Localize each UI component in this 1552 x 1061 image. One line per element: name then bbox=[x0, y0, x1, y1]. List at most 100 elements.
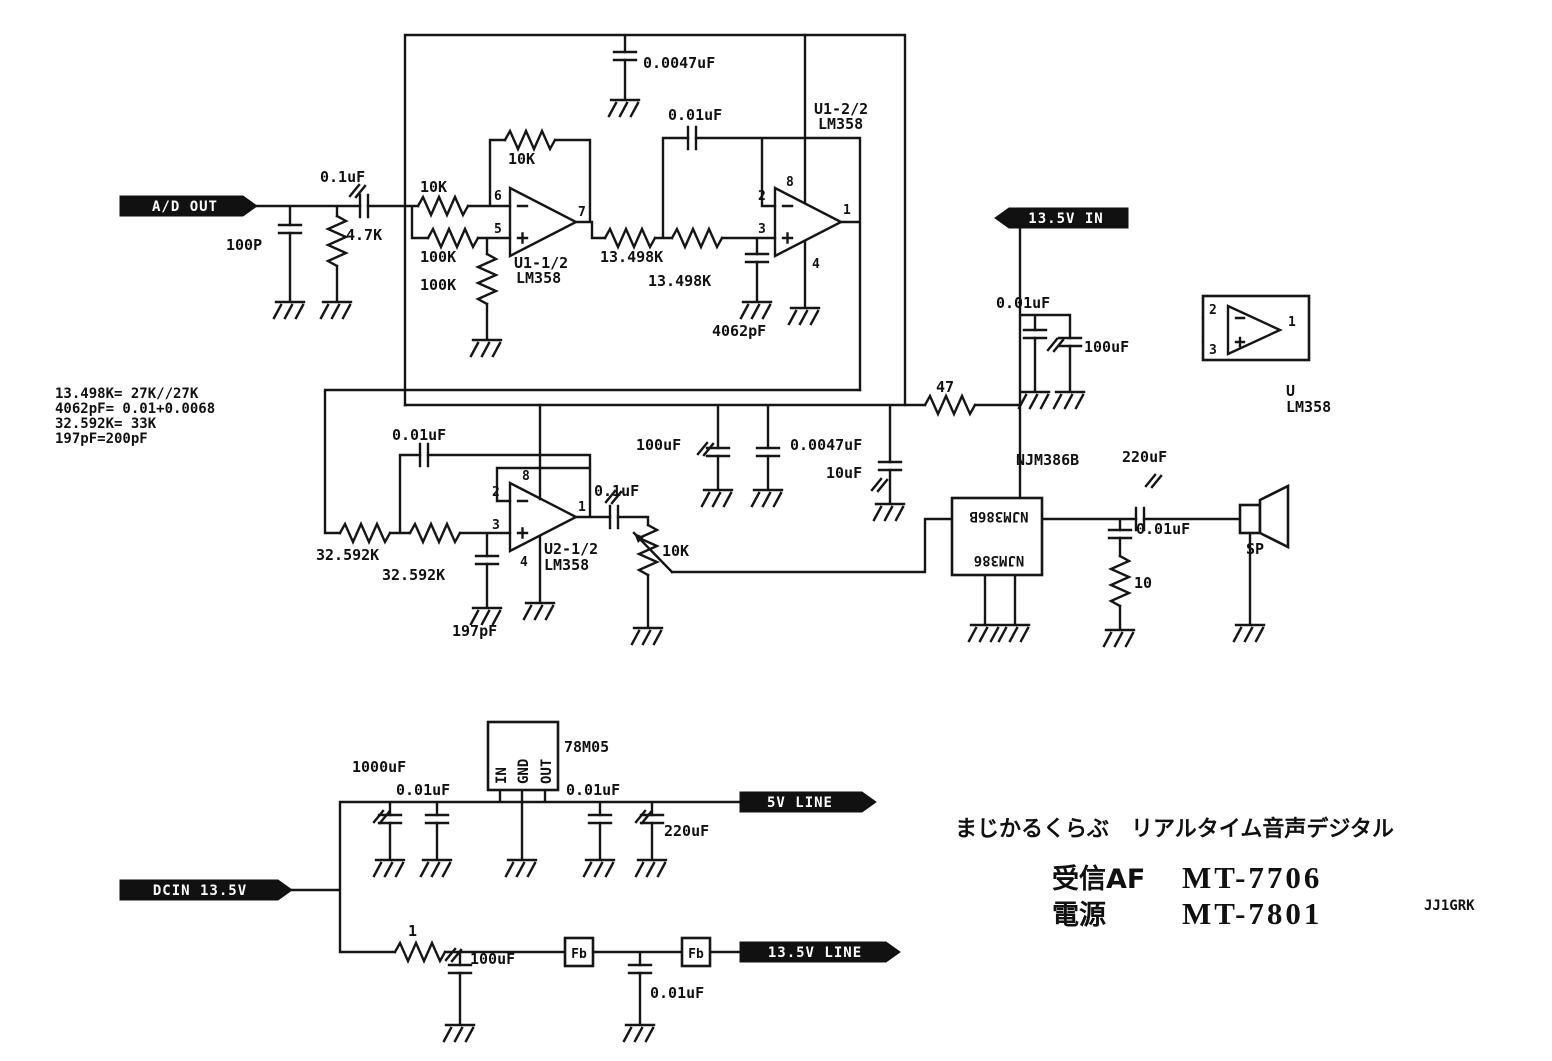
ic-njm386b: NJM386B NJM386 bbox=[950, 496, 1044, 577]
reg-pin-gnd-label: GND bbox=[516, 759, 532, 784]
flag-5v-line-label: 5V LINE bbox=[767, 795, 833, 811]
resistor-47 bbox=[923, 394, 977, 416]
amp-labels: NJM386B 220uF 0.01uF 10 SP bbox=[1016, 448, 1264, 592]
label-cap-197pf: 197pF bbox=[452, 622, 497, 640]
label-u1b-ic: LM358 bbox=[818, 115, 863, 133]
label-u1a: U1-1/2 bbox=[514, 254, 568, 272]
flag-13.5v-in bbox=[994, 207, 1129, 229]
wires-supply-rail bbox=[403, 33, 907, 407]
net-flags: A/D OUT 13.5V IN DCIN 13.5V 5V LINE 13.5… bbox=[119, 195, 1129, 963]
opamp-u1a bbox=[508, 186, 578, 258]
psu-labels: 1000uF 0.01uF 78M05 0.01uF 220uF 1 100uF… bbox=[352, 738, 709, 1002]
label-spare-u: U bbox=[1286, 382, 1295, 400]
pin-spare-1: 1 bbox=[1288, 315, 1296, 330]
label-res-10k-in: 10K bbox=[420, 178, 447, 196]
pin-u1b-2: 2 bbox=[758, 189, 766, 204]
reg-pin-out-label: OUT bbox=[539, 759, 555, 784]
title-block: まじかるくらぶ リアルタイム音声デジタル 受信AF MT-7706 電源 MT-… bbox=[955, 816, 1475, 931]
note-3: 32.592K= 33K bbox=[55, 416, 157, 432]
resistor-32.592k-b bbox=[408, 522, 462, 544]
label-u1b: U1-2/2 bbox=[814, 100, 868, 118]
label-cap-100p: 100P bbox=[226, 236, 262, 254]
pin-u2-3: 3 bbox=[492, 518, 500, 533]
note-4: 197pF=200pF bbox=[55, 431, 148, 447]
label-res-47: 47 bbox=[936, 378, 954, 396]
stage1-labels: 0.1uF 100P 4.7K 10K 10K 100K 100K U1-1/2… bbox=[226, 54, 868, 340]
label-cap-reg-in: 0.01uF bbox=[396, 781, 450, 799]
notes-block: 13.498K= 27K//27K 4062pF= 0.01+0.0068 32… bbox=[55, 386, 215, 447]
label-cap-zobel: 0.01uF bbox=[1136, 520, 1190, 538]
label-cap-0.01-power: 0.01uF bbox=[996, 294, 1050, 312]
label-cap-0.0047-s2: 0.0047uF bbox=[790, 436, 862, 454]
flag-dcin bbox=[119, 879, 293, 901]
stage2-labels: 0.01uF 100uF 0.0047uF 10uF 0.1uF 32.592K… bbox=[316, 426, 862, 640]
label-cap-0.01-fb1: 0.01uF bbox=[668, 106, 722, 124]
pin-u1a-7: 7 bbox=[578, 205, 586, 220]
pin-u2-8: 8 bbox=[522, 469, 530, 484]
resistor-13.498k-b bbox=[670, 227, 724, 249]
flag-13.5v-line bbox=[739, 941, 901, 963]
resistor-4.7k bbox=[326, 214, 348, 268]
pin-u1a-5: 5 bbox=[494, 222, 502, 237]
njm386b-inner-top-label: NJM386B bbox=[969, 508, 1028, 524]
label-u2: U2-1/2 bbox=[544, 540, 598, 558]
callsign: JJ1GRK bbox=[1424, 898, 1475, 914]
ic-78m05: IN GND OUT bbox=[486, 720, 560, 792]
ferrite-bead-1-label: Fb bbox=[571, 947, 587, 962]
label-res-100k-a: 100K bbox=[420, 248, 456, 266]
flag-ad-out-label: A/D OUT bbox=[152, 199, 218, 215]
label-njm386b: NJM386B bbox=[1016, 451, 1079, 469]
pin-u2-4: 4 bbox=[520, 555, 528, 570]
rx-model: MT-7706 bbox=[1182, 860, 1322, 895]
label-cap-0.1-out: 0.1uF bbox=[594, 482, 639, 500]
pin-u1b-4: 4 bbox=[812, 257, 820, 272]
label-res-1: 1 bbox=[408, 922, 417, 940]
pin-u1b-3: 3 bbox=[758, 222, 766, 237]
pw-model: MT-7801 bbox=[1182, 896, 1322, 931]
speaker-icon bbox=[1238, 483, 1290, 550]
label-cap-100uf-power: 100uF bbox=[1084, 338, 1129, 356]
club-title: まじかるくらぶ リアルタイム音声デジタル bbox=[955, 816, 1394, 842]
resistors bbox=[326, 129, 1131, 963]
resistor-100k-b bbox=[476, 252, 498, 306]
label-res-32.592k-b: 32.592K bbox=[382, 566, 445, 584]
spare-opamp bbox=[1201, 294, 1311, 362]
label-cap-4062pf: 4062pF bbox=[712, 322, 766, 340]
label-pot-10k: 10K bbox=[662, 542, 689, 560]
wires-power-top bbox=[403, 226, 1072, 504]
label-res-4.7k: 4.7K bbox=[346, 226, 382, 244]
reg-pin-in-label: IN bbox=[494, 767, 510, 784]
label-spare-ic: LM358 bbox=[1286, 398, 1331, 416]
wires bbox=[255, 33, 1310, 1025]
label-res-13.498k-b: 13.498K bbox=[648, 272, 711, 290]
rx-label: 受信AF bbox=[1052, 863, 1145, 895]
label-cap-100uf-13v: 100uF bbox=[470, 950, 515, 968]
label-res-100k-b: 100K bbox=[420, 276, 456, 294]
label-u1a-ic: LM358 bbox=[516, 269, 561, 287]
label-cap-0.01-fb2: 0.01uF bbox=[392, 426, 446, 444]
label-res-32.592k-a: 32.592K bbox=[316, 546, 379, 564]
spare-opamp-labels: 2 3 1 U LM358 bbox=[1209, 303, 1331, 416]
flag-ad-out bbox=[119, 195, 258, 217]
pin-spare-3: 3 bbox=[1209, 343, 1217, 358]
label-78m05: 78M05 bbox=[564, 738, 609, 756]
note-1: 13.498K= 27K//27K bbox=[55, 386, 199, 402]
pin-u1a-6: 6 bbox=[494, 189, 502, 204]
pin-u2-1: 1 bbox=[578, 500, 586, 515]
pin-u1b-1: 1 bbox=[843, 203, 851, 218]
potentiometer-arrowhead bbox=[634, 533, 644, 543]
flag-dcin-label: DCIN 13.5V bbox=[153, 883, 247, 899]
label-cap-input: 0.1uF bbox=[320, 168, 365, 186]
note-2: 4062pF= 0.01+0.0068 bbox=[55, 401, 215, 417]
flag-5v-line bbox=[739, 791, 877, 813]
label-cap-220uf-out: 220uF bbox=[1122, 448, 1167, 466]
flag-13.5v-line-label: 13.5V LINE bbox=[768, 945, 862, 961]
ferrite-beads: Fb Fb bbox=[563, 936, 712, 968]
ferrite-bead-2-label: Fb bbox=[688, 947, 704, 962]
label-cap-0.0047-rail: 0.0047uF bbox=[643, 54, 715, 72]
label-res-10k-fb: 10K bbox=[508, 150, 535, 168]
njm386b-inner-bottom-label: NJM386 bbox=[974, 552, 1025, 568]
wires-amp bbox=[983, 517, 1252, 630]
